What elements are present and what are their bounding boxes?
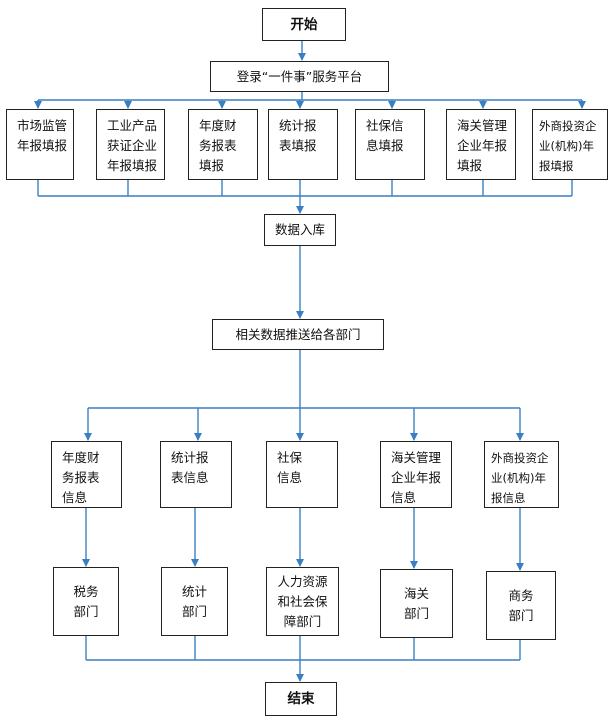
department-customs: 海关 部门	[380, 569, 453, 638]
filing-customs: 海关管理 企业年报 填报	[446, 109, 516, 180]
department-human-resources: 人力资源 和社会保 障部门	[266, 567, 339, 636]
info-statistics: 统计报 表信息	[160, 441, 232, 508]
info-customs: 海关管理 企业年报 信息	[380, 441, 452, 508]
filing-market-supervision: 市场监管 年报填报	[6, 109, 74, 180]
data-entry-node: 数据入库	[264, 214, 336, 246]
filing-industrial-product: 工业产品 获证企业 年报填报	[96, 109, 165, 180]
info-foreign-investment: 外商投资企 业(机构)年 报信息	[484, 441, 559, 508]
login-platform-node: 登录“一件事”服务平台	[210, 61, 389, 92]
start-node: 开始	[262, 8, 346, 41]
department-statistics: 统计 部门	[161, 567, 228, 636]
info-annual-financial: 年度财 务报表 信息	[51, 441, 122, 508]
department-commerce: 商务 部门	[486, 571, 556, 640]
push-departments-node: 相关数据推送给各部门	[212, 319, 384, 350]
filing-foreign-investment: 外商投资企 业(机构)年 报填报	[532, 109, 608, 180]
info-social-insurance: 社保 信息	[266, 441, 338, 508]
filing-social-insurance: 社保信 息填报	[355, 109, 425, 180]
filing-annual-financial: 年度财 务报表 填报	[188, 109, 258, 180]
department-tax: 税务 部门	[53, 567, 119, 636]
filing-statistics: 统计报 表填报	[268, 109, 338, 180]
end-node: 结束	[265, 682, 337, 716]
